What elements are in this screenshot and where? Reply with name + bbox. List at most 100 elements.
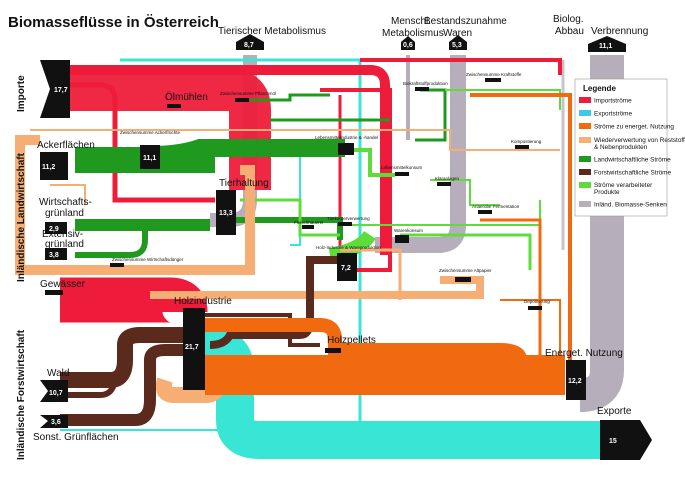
legend-swatch [579,182,591,188]
sink-bestandszunahme-value: 5,3 [452,42,462,49]
sonst-gruenflaechen-arrow [40,415,68,428]
small-label-lebensmittelkonsum: Lebensmittelkonsum [381,165,423,170]
energet-nutzung-label: Energet. Nutzung [545,348,623,359]
marker-anaerobe-fermentation [478,210,492,214]
wirtschaftsgruenland-label-2: grünland [45,208,84,219]
node-bar-wareninduktion [337,253,357,281]
sink-verbrennung-value: 11,1 [599,43,612,50]
energet-nutzung-value: 12,2 [568,378,582,385]
small-label-zs-pflanzenoel: Zwischensumme Pflanzenöl [220,91,276,96]
node-bar-extensivgruenland [45,248,67,260]
sink-menschl-label-1: Menschl. [391,16,431,27]
small-label-deponierung: Deponierung [524,299,550,304]
small-label-fleischhauerei: Fleischhauerei [294,220,323,225]
legend-swatch [579,97,591,103]
marker-lebensmittelkonsum [395,172,409,176]
summe-ackerfruechte-value: 11,1 [143,155,156,162]
legend-label: Exportströme [594,111,632,118]
marker-zs-altpapier [455,277,471,282]
wald-value: 10,7 [49,390,63,397]
wirtschaftsgruenland-label-1: Wirtschafts- [39,197,92,208]
small-label-tierkoerperverwertung: Tierkörperverwertung [327,216,370,221]
marker-kompostierung [515,145,529,149]
legend-label: Landwirtschaftliche Ströme [594,157,671,164]
wald-arrow [40,380,68,402]
importe-value: 17,7 [54,87,68,94]
marker-zs-pflanzenoel [235,98,249,102]
small-label-biokraftstoff: Biokraftstoffproduktion [403,81,448,86]
sink-bestandszunahme-label-1: Bestandszunahme [424,16,507,27]
legend-title: Legende [583,84,616,93]
marker-deponierung [528,306,542,310]
wald-label: Wald [47,368,69,379]
legend-label: Forstwirtschaftliche Ströme [594,170,672,177]
forest-flows [60,256,340,426]
marker-biokraftstoff [415,87,429,91]
wirtschaftsgruenland-value: 2,9 [49,226,59,233]
exporte-label: Exporte [597,406,632,417]
marker-tierkoerperverwertung [338,222,352,226]
legend-swatch [579,201,591,207]
marker-fleischhauerei [302,225,314,229]
holzindustrie-label: Holzindustrie [174,296,232,307]
sink-biolog-label-1: Biolog. [553,14,584,25]
node-bar-ackerflaechen [40,152,68,180]
small-label-zs-ackerfruechte: Zwischensumme Ackerfrüchte [120,130,181,135]
holzindustrie-value: 21,7 [185,344,199,351]
marker-klaeranlagen [437,182,451,186]
sonst-gruenflaechen-label: Sonst. Grünflächen [33,432,119,443]
small-label-zs-altpapier: Zwischensumme Altpapier [439,268,492,273]
small-label-warenkonsum: Warenkonsum [394,228,423,233]
legend-label: Ströme zu energet. Nutzung [594,124,674,131]
sink-bestandszunahme-label-2: Waren [443,28,472,39]
marker-holzpellets [325,348,341,353]
node-bar-holzindustrie [183,308,205,390]
page-title: Biomasseflüsse in Österreich [8,14,219,31]
menschl-metabolismus-cap [401,36,415,50]
small-label-zs-wirtschaftsduenger: Zwischensumme Wirtschaftsdünger [112,257,184,262]
marker-lebensmittel [338,143,354,155]
oelmuehlen-label: Ölmühlen [165,91,208,103]
energy-flows [205,93,572,395]
extensivgruenland-value: 3,8 [49,252,59,259]
marker-warenkonsum [395,235,409,243]
small-label-kompostierung: Kompostierung [511,139,542,144]
sink-tierischer-metabolismus-label: Tierischer Metabolismus [218,26,326,37]
side-label-forstwirtschaft: Inländische Forstwirtschaft [16,329,27,460]
legend-label: Wiederverwertung von Reststoffen& Nebenp… [594,137,685,151]
exporte-arrow [600,420,652,460]
tierhaltung-label: Tierhaltung [219,178,269,189]
labels: Biomasseflüsse in Österreich Tierischer … [8,14,648,460]
importe-arrow [40,60,70,118]
small-label-lebensmittel-industrie: Lebensmittelindustrie & -handel [315,135,378,140]
holzpellets-label: Holzpellets [327,335,376,346]
small-label-zs-kraftstoffe: Zwischensumme Kraftstoffe [466,72,522,77]
node-bar-summe-ackerfruechte [140,145,160,169]
tierhaltung-value: 13,3 [219,210,233,217]
extensivgruenland-label-2: grünland [45,239,84,250]
sink-menschl-value: 0,6 [403,42,413,49]
small-label-holz-industrie-ware: Holz-Industrie & Wareproduktion [316,245,381,250]
gewaesser-bar [45,290,63,295]
side-label-importe: Importe [16,75,27,112]
sink-biolog-label-2: Abbau [555,26,584,37]
tierischer-metabolismus-cap [236,34,264,50]
verbrennung-cap [588,36,626,52]
node-bar-wirtschaftsgruenland [45,222,67,234]
legend-swatch [579,123,591,129]
ackerflaechen-value: 11,2 [42,164,55,171]
marker-zs-kraftstoffe [485,78,501,82]
legend-swatch [579,156,591,162]
legend-label: Importströme [594,98,632,105]
small-label-anaerobe-fermentation: Anaerobe Fermentation [472,204,520,209]
gewaesser-label: Gewässer [40,279,86,290]
legend-label: Inländ. Biomasse-Senken [594,202,667,209]
exporte-value: 15 [609,438,617,445]
node-bars [40,34,652,460]
side-label-landwirtschaft: Inländische Landwirtschaft [16,152,27,282]
legend-swatch [579,169,591,175]
